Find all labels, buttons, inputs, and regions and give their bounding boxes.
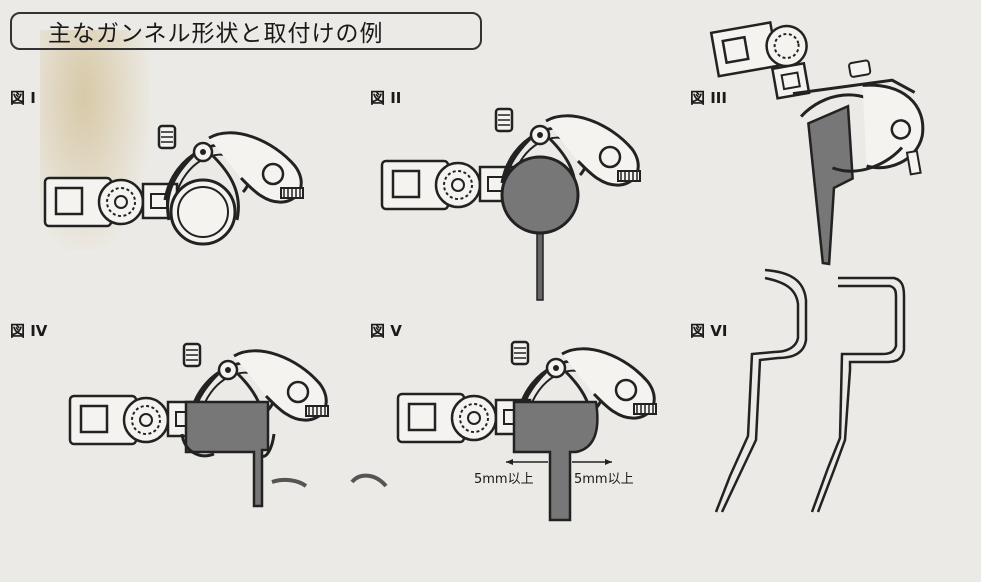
figure-4-clamp	[68, 342, 330, 508]
figure-5-clamp	[396, 340, 658, 522]
figure-label-1: 図 I	[10, 89, 36, 107]
figure-2-clamp	[380, 107, 642, 301]
figure-1-clamp	[43, 124, 305, 246]
dimension-label-left: 5mm以上	[474, 472, 534, 487]
figure-label-5: 図 V	[370, 322, 402, 340]
page-title-text: 主なガンネル形状と取付けの例	[48, 21, 384, 47]
figure-6-profiles	[714, 268, 906, 513]
figure-3-clamp	[709, 21, 925, 266]
figure-label-2: 図 II	[370, 89, 402, 107]
dimension-label-right: 5mm以上	[574, 472, 634, 487]
figure-label-3: 図 III	[690, 89, 727, 107]
figure-label-4: 図 IV	[10, 322, 48, 340]
page-title: 主なガンネル形状と取付けの例	[10, 12, 482, 50]
figure-label-6: 図 VI	[690, 322, 728, 340]
